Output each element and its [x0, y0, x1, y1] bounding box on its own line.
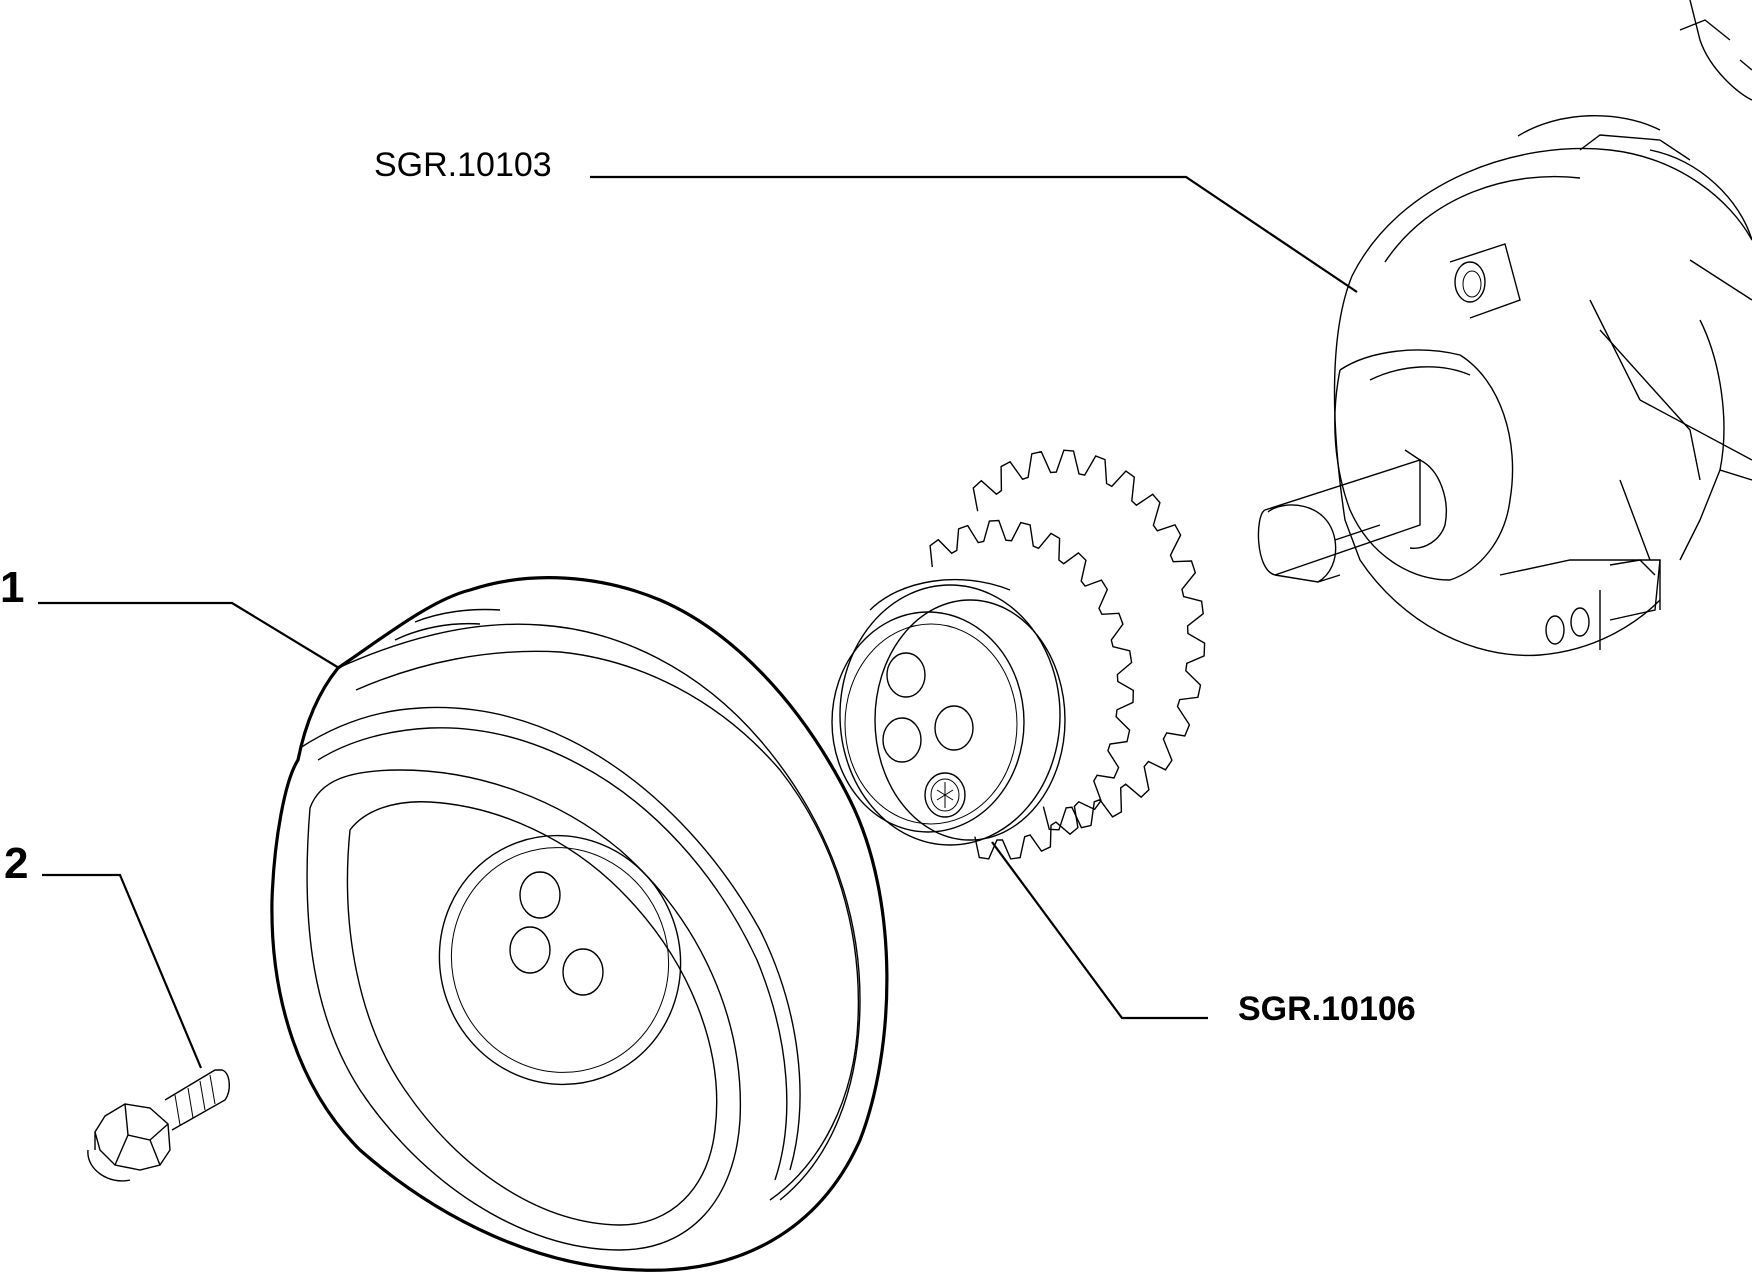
- part-number-1-label: 1: [0, 563, 25, 612]
- leader-line-pulley: [38, 601, 340, 669]
- leader-lines: [38, 175, 1358, 1069]
- crankshaft-pulley-drawing: [270, 576, 889, 1272]
- leader-line-bolt: [42, 873, 203, 1069]
- sprocket-reference-label: SGR.10106: [1238, 990, 1416, 1028]
- crankshaft-reference-label: SGR.10103: [374, 146, 552, 184]
- leader-line-crankshaft: [590, 175, 1358, 293]
- bolt-drawing: [87, 1069, 230, 1182]
- leader-line-sprocket: [991, 841, 1208, 1020]
- crankshaft-drawing: [1257, 0, 1752, 657]
- part-number-2-label: 2: [4, 839, 29, 888]
- timing-sprocket-drawing: [831, 449, 1206, 860]
